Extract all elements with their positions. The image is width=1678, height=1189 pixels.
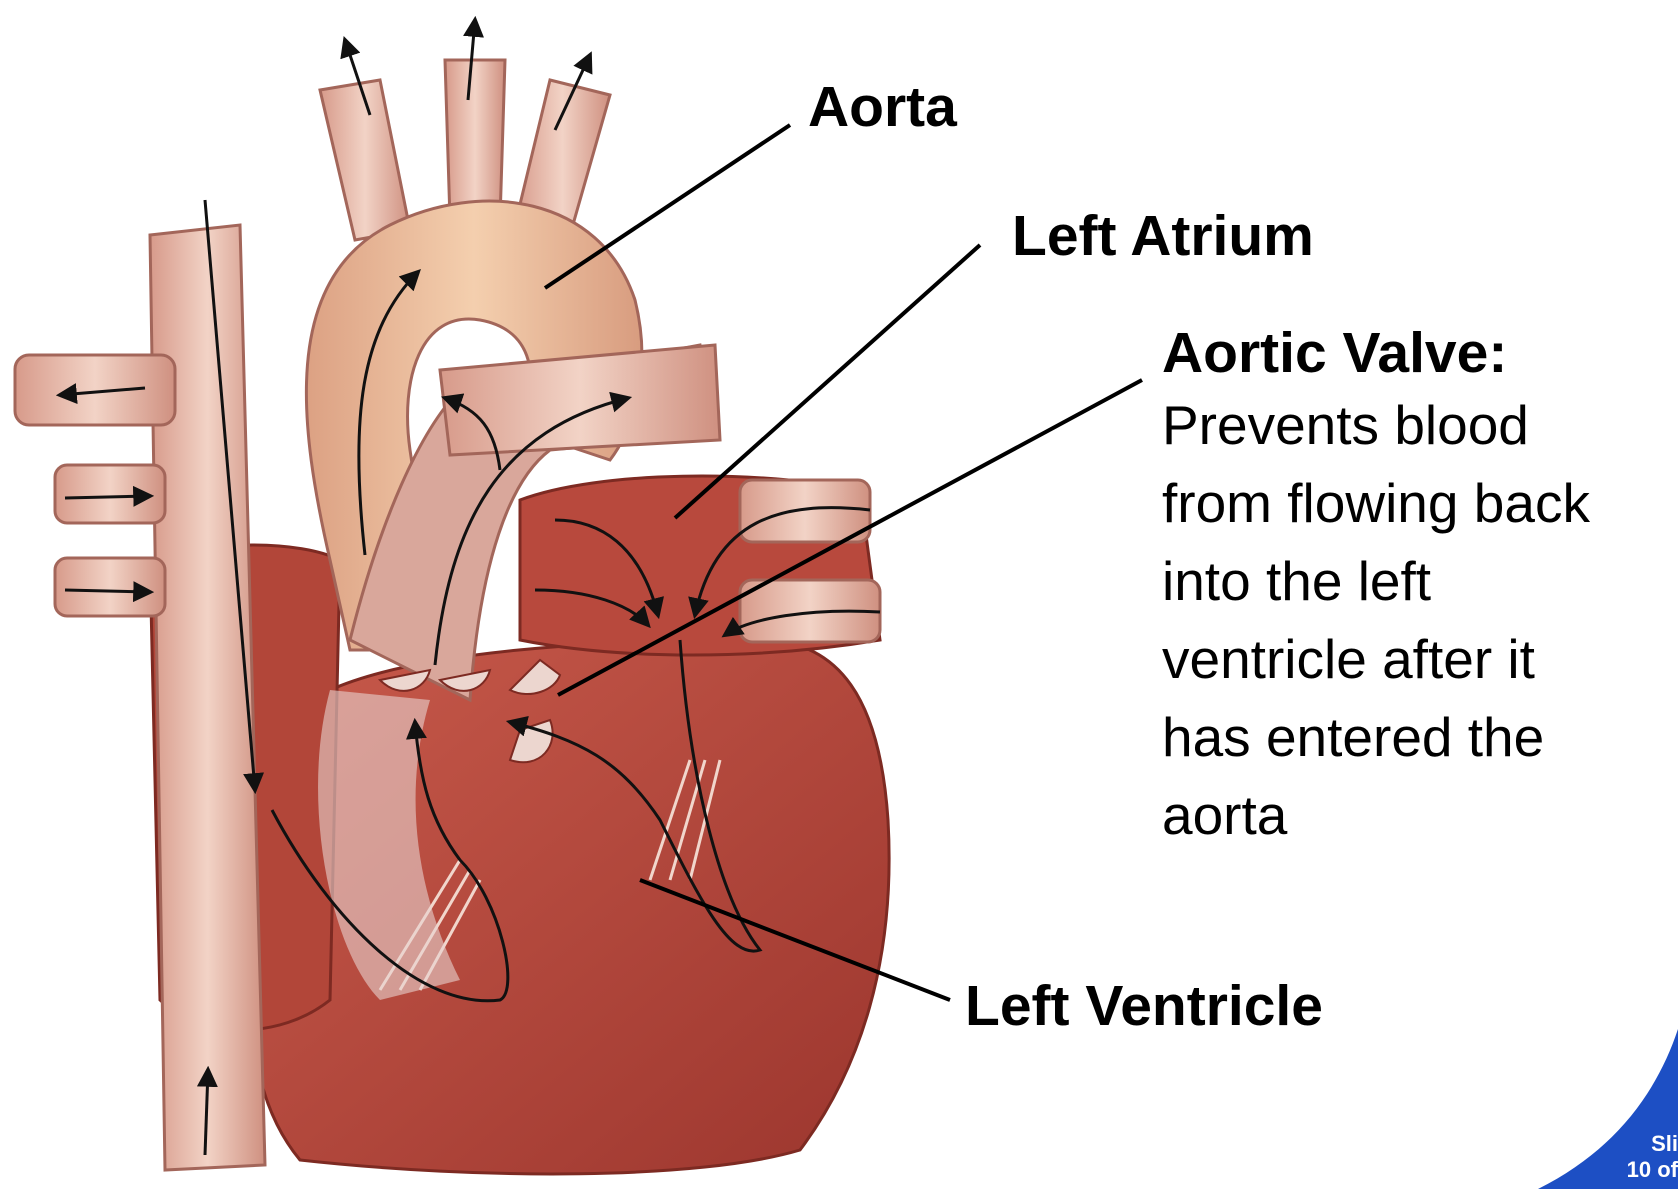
arrow-pulm-in-1	[65, 496, 150, 498]
pulmonary-vessel-left-mid	[55, 465, 165, 523]
pulmonary-vessel-left-low	[55, 558, 165, 616]
aortic-valve-description: Prevents blood from flowing back into th…	[1162, 386, 1590, 854]
arrow-pulm-in-2	[65, 590, 150, 592]
label-aortic-valve: Aortic Valve:	[1162, 320, 1590, 386]
leader-left-atrium	[675, 245, 980, 518]
label-left-atrium: Left Atrium	[1012, 205, 1314, 267]
pulmonary-vein-right-top	[740, 480, 870, 542]
aortic-branch-2	[445, 60, 505, 220]
pulmonary-vessel-left-top	[15, 355, 175, 425]
pulmonary-artery-branch	[440, 345, 720, 455]
aortic-valve-callout: Aortic Valve: Prevents blood from flowin…	[1162, 320, 1590, 854]
slide-counter: Sli 10 of	[1627, 1131, 1678, 1183]
label-aorta: Aorta	[808, 76, 957, 138]
label-left-ventricle: Left Ventricle	[965, 975, 1323, 1037]
